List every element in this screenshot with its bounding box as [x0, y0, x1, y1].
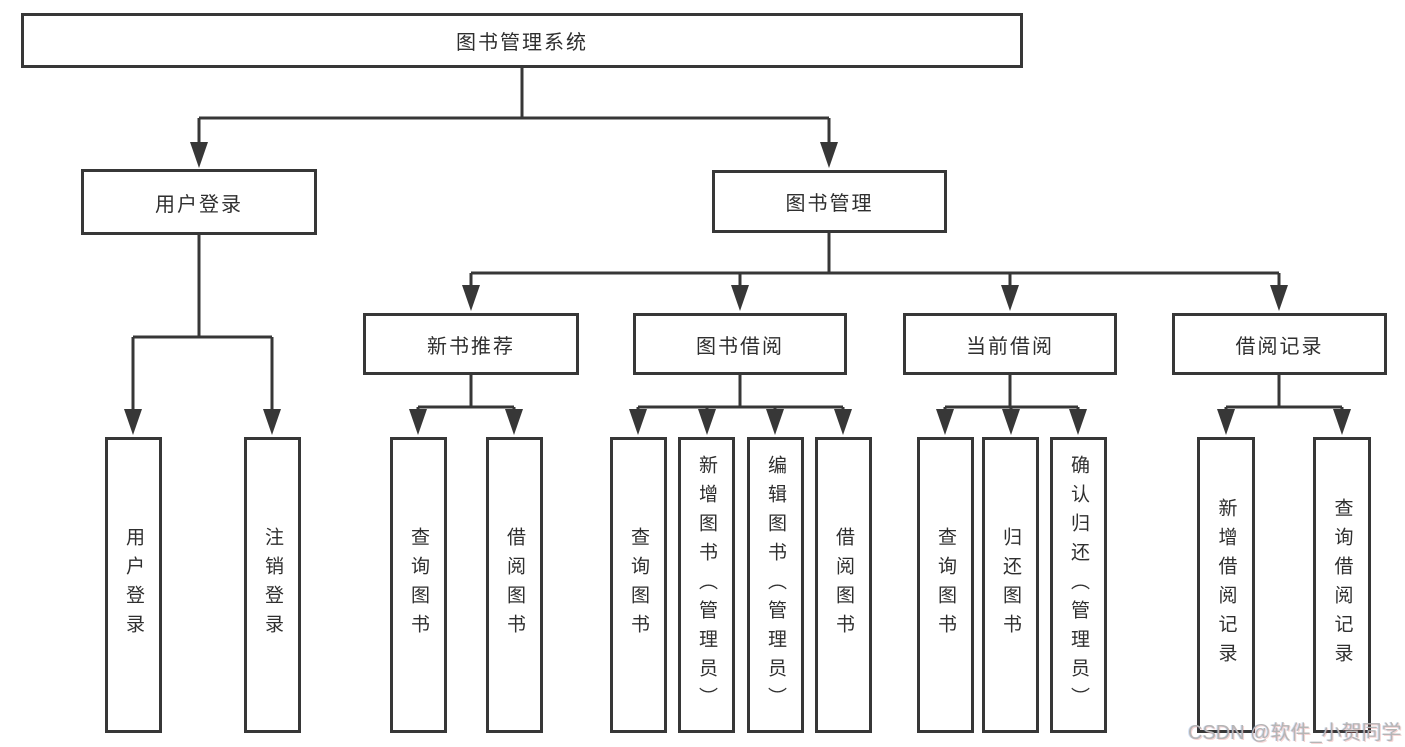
arrow-down-icon: [1333, 409, 1351, 435]
leaf-recommend-query-books: 查询图书: [390, 437, 447, 733]
arrow-down-icon: [766, 409, 784, 435]
node-label: 用户登录: [155, 193, 243, 216]
arrowheads: [124, 142, 1351, 435]
node-label: 图书管理: [785, 193, 874, 215]
leaf-label: 查询借阅记录: [1331, 498, 1353, 672]
arrow-down-icon: [1270, 285, 1288, 311]
node-label: 当前借阅: [966, 335, 1054, 358]
leaf-label: 查询图书: [935, 527, 956, 643]
leaf-label: 查询图书: [408, 527, 429, 643]
leaf-edit-book-admin: 编辑图书（管理员）: [747, 437, 804, 733]
node-user-login: 用户登录: [81, 169, 317, 235]
leaf-logout: 注销登录: [244, 437, 301, 733]
arrow-down-icon: [409, 409, 427, 435]
leaf-label: 新增图书（管理员）: [696, 454, 717, 716]
node-new-book-recommend: 新书推荐: [363, 313, 579, 375]
arrow-down-icon: [1001, 285, 1019, 311]
leaf-label: 用户登录: [123, 527, 144, 643]
node-library-system: 图书管理系统: [21, 13, 1023, 68]
leaf-current-query-books: 查询图书: [917, 437, 974, 733]
leaf-recommend-borrow-books: 借阅图书: [486, 437, 543, 733]
leaf-label: 确认归还（管理员）: [1068, 454, 1089, 716]
arrow-down-icon: [1002, 409, 1020, 435]
arrow-down-icon: [1069, 409, 1087, 435]
arrow-down-icon: [263, 409, 281, 435]
leaf-user-login: 用户登录: [105, 437, 162, 733]
leaf-add-borrow-record: 新增借阅记录: [1197, 437, 1255, 733]
leaf-label: 新增借阅记录: [1215, 498, 1237, 672]
watermark: CSDN @软件_小贺同学: [1188, 722, 1402, 744]
node-label: 新书推荐: [427, 335, 515, 358]
node-borrowing-records: 借阅记录: [1172, 313, 1387, 375]
node-label: 图书借阅: [696, 335, 784, 358]
arrow-down-icon: [1217, 409, 1235, 435]
node-label: 借阅记录: [1235, 335, 1324, 358]
arrow-down-icon: [698, 409, 716, 435]
leaf-add-book-admin: 新增图书（管理员）: [678, 437, 735, 733]
leaf-return-books: 归还图书: [982, 437, 1039, 733]
leaf-label: 归还图书: [1000, 527, 1021, 643]
leaf-label: 编辑图书（管理员）: [765, 454, 786, 716]
node-book-borrowing: 图书借阅: [633, 313, 847, 375]
leaf-label: 借阅图书: [504, 527, 525, 643]
leaf-borrow-books: 借阅图书: [815, 437, 872, 733]
leaf-label: 借阅图书: [833, 527, 854, 643]
leaf-confirm-return-admin: 确认归还（管理员）: [1050, 437, 1107, 733]
arrow-down-icon: [820, 142, 838, 168]
arrow-down-icon: [124, 409, 142, 435]
arrow-down-icon: [731, 285, 749, 311]
leaf-query-borrow-record: 查询借阅记录: [1313, 437, 1371, 733]
arrow-down-icon: [505, 409, 523, 435]
node-current-borrowing: 当前借阅: [903, 313, 1117, 375]
arrow-down-icon: [190, 142, 208, 168]
arrow-down-icon: [462, 285, 480, 311]
leaf-label: 查询图书: [628, 527, 649, 643]
leaf-borrowing-query-books: 查询图书: [610, 437, 667, 733]
arrow-down-icon: [936, 409, 954, 435]
node-book-management: 图书管理: [712, 170, 947, 233]
arrow-down-icon: [629, 409, 647, 435]
leaf-label: 注销登录: [262, 527, 283, 643]
node-label: 图书管理系统: [456, 32, 588, 54]
arrow-down-icon: [834, 409, 852, 435]
